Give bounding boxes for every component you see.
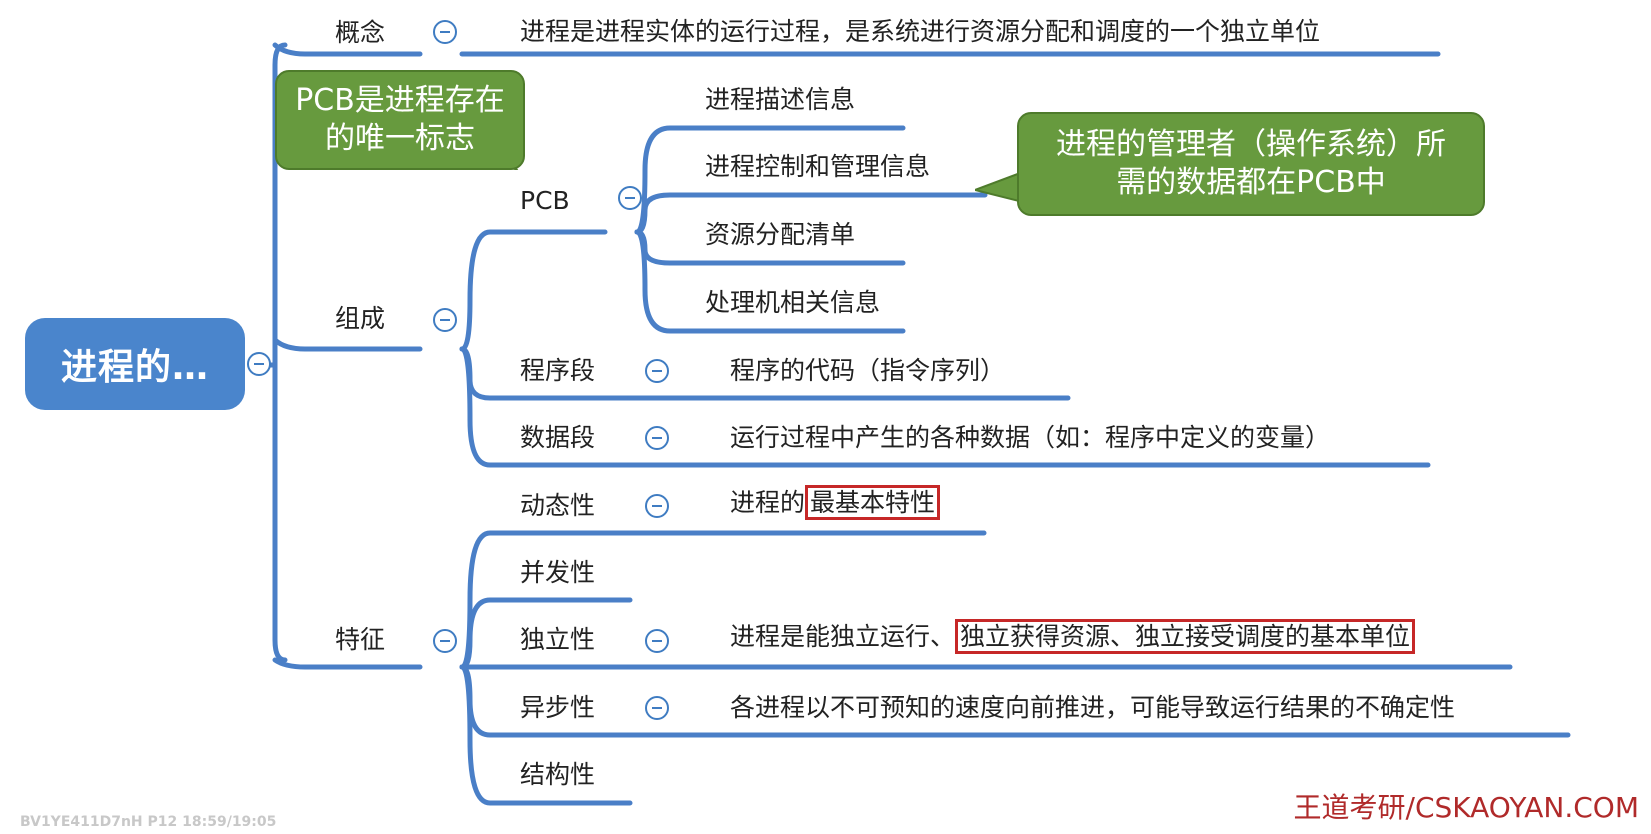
dynamic-collapse-icon[interactable] [645, 494, 669, 518]
root-collapse-icon[interactable] [247, 352, 271, 376]
callout-os-data: 进程的管理者（操作系统）所需的数据都在PCB中 [975, 112, 1485, 216]
node-async[interactable]: 异步性 [520, 693, 596, 722]
pcb-item[interactable]: 资源分配清单 [705, 220, 856, 249]
concept-desc[interactable]: 进程是进程实体的运行过程，是系统进行资源分配和调度的一个独立单位 [520, 17, 1321, 46]
dynamic-desc-highlight: 最基本特性 [805, 485, 941, 520]
node-independent[interactable]: 独立性 [520, 625, 596, 654]
corner-code: BV1YE411D7nH P12 18:59/19:05 [20, 814, 277, 830]
dynamic-desc[interactable]: 进程的最基本特性 [730, 485, 941, 520]
pcb-item[interactable]: 处理机相关信息 [705, 288, 881, 317]
async-collapse-icon[interactable] [645, 696, 669, 720]
node-features[interactable]: 特征 [335, 625, 386, 654]
pcb-collapse-icon[interactable] [618, 186, 642, 210]
independent-desc-highlight: 独立获得资源、独立接受调度的基本单位 [955, 619, 1416, 654]
data-desc[interactable]: 运行过程中产生的各种数据（如：程序中定义的变量） [730, 423, 1331, 452]
node-concurrent[interactable]: 并发性 [520, 558, 596, 587]
data-collapse-icon[interactable] [645, 426, 669, 450]
node-concept[interactable]: 概念 [335, 18, 386, 47]
pcb-item[interactable]: 进程控制和管理信息 [705, 152, 931, 181]
program-collapse-icon[interactable] [645, 359, 669, 383]
callout-pcb-unique-box: PCB是进程存在的唯一标志 [275, 70, 525, 170]
callout-os-data-text: 进程的管理者（操作系统）所需的数据都在PCB中 [1056, 127, 1446, 200]
callout-pcb-unique: PCB是进程存在的唯一标志 [275, 70, 545, 170]
watermark: 王道考研/CSKAOYAN.COM [1293, 791, 1639, 824]
async-desc[interactable]: 各进程以不可预知的速度向前推进，可能导致运行结果的不确定性 [730, 693, 1456, 722]
composition-collapse-icon[interactable] [433, 308, 457, 332]
dynamic-desc-prefix: 进程的 [730, 488, 806, 517]
callout-os-data-box: 进程的管理者（操作系统）所需的数据都在PCB中 [1017, 112, 1485, 216]
node-program-segment[interactable]: 程序段 [520, 356, 596, 385]
concept-collapse-icon[interactable] [433, 20, 457, 44]
callout-pcb-unique-text: PCB是进程存在的唯一标志 [295, 83, 505, 156]
features-collapse-icon[interactable] [433, 629, 457, 653]
program-desc[interactable]: 程序的代码（指令序列） [730, 356, 1006, 385]
node-structure[interactable]: 结构性 [520, 760, 596, 789]
root-node[interactable]: 进程的… [25, 318, 245, 410]
independent-desc[interactable]: 进程是能独立运行、独立获得资源、独立接受调度的基本单位 [730, 619, 1416, 654]
node-dynamic[interactable]: 动态性 [520, 491, 596, 520]
pcb-item[interactable]: 进程描述信息 [705, 85, 856, 114]
node-composition[interactable]: 组成 [335, 304, 386, 333]
root-label: 进程的… [60, 347, 209, 388]
independent-collapse-icon[interactable] [645, 629, 669, 653]
node-pcb[interactable]: PCB [520, 186, 570, 215]
independent-desc-prefix: 进程是能独立运行、 [730, 622, 956, 651]
node-data-segment[interactable]: 数据段 [520, 423, 596, 452]
